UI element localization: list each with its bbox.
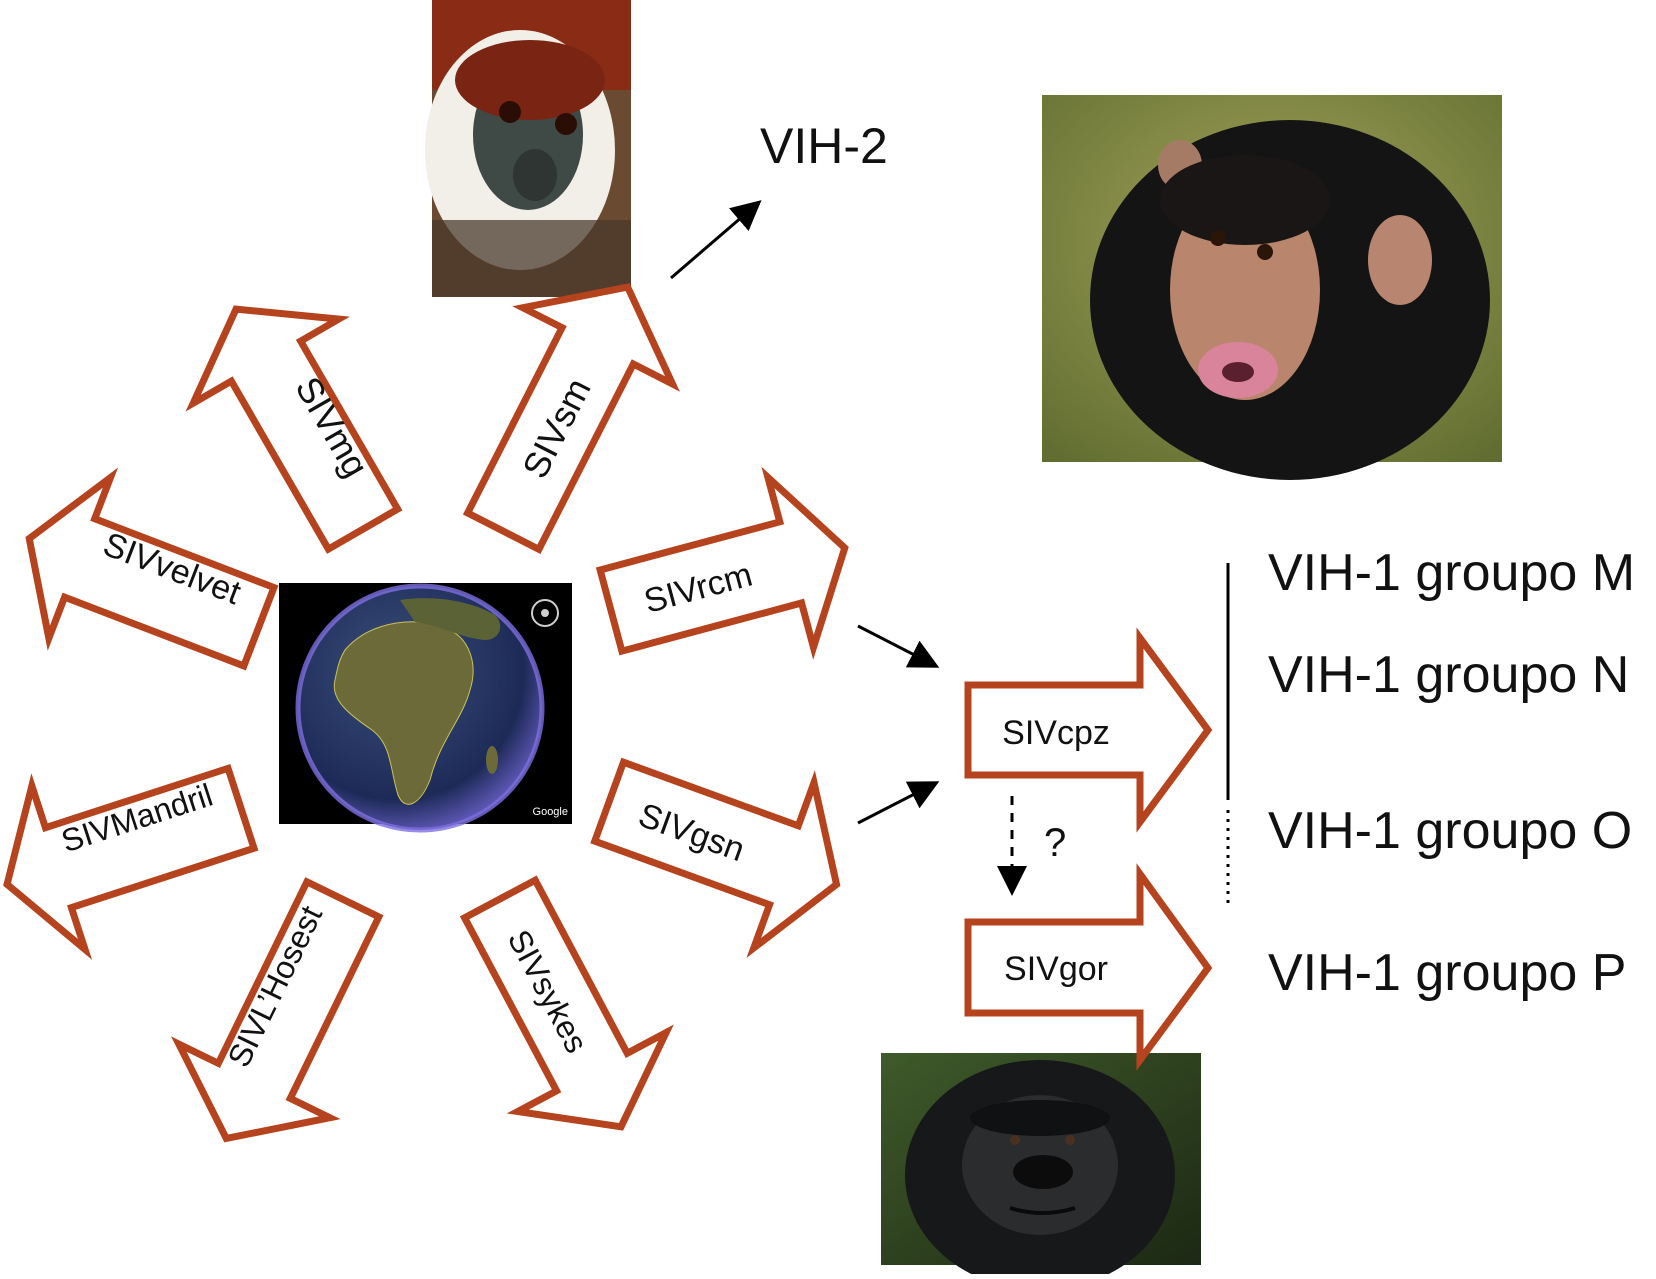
block-arrow-sivmandril: SIVMandril — [0, 727, 268, 967]
label-sivgor: SIVgor — [1004, 950, 1108, 988]
label-group-o: VIH-1 groupo O — [1268, 802, 1632, 860]
block-arrow-sivgsn: SIVgsn — [579, 719, 867, 967]
label-group-m: VIH-1 groupo M — [1268, 544, 1635, 602]
label-group-n: VIH-1 groupo N — [1268, 646, 1629, 704]
block-arrow-sivvelvet: SIVvelvet — [0, 458, 290, 707]
globe-watermark: Google — [533, 806, 568, 818]
label-question: ? — [1044, 821, 1066, 865]
mangabey-photo — [425, 0, 631, 297]
block-arrow-sivrcm: SIVrcm — [588, 463, 867, 696]
arrow-gsn-to-cpz — [858, 784, 934, 823]
block-arrow-sivcpz: SIVcpz — [968, 638, 1208, 822]
block-arrow-sivgor: SIVgor — [968, 874, 1208, 1060]
arrow-sm-to-hiv2 — [671, 204, 757, 278]
label-group-p: VIH-1 groupo P — [1268, 944, 1626, 1002]
chimpanzee-photo — [1042, 95, 1502, 480]
gorilla-photo — [881, 1053, 1201, 1274]
globe-africa-map: Google — [279, 583, 572, 830]
label-sivcpz: SIVcpz — [1002, 714, 1110, 752]
block-arrow-sivmg: SIVmg — [163, 267, 435, 571]
block-arrow-sivsykes: SIVsykes — [426, 860, 695, 1167]
arrow-rcm-to-cpz — [858, 626, 934, 665]
label-hiv2: VIH-2 — [760, 118, 888, 174]
block-arrow-sivlhoest: SIVL’Hosest — [151, 863, 419, 1176]
